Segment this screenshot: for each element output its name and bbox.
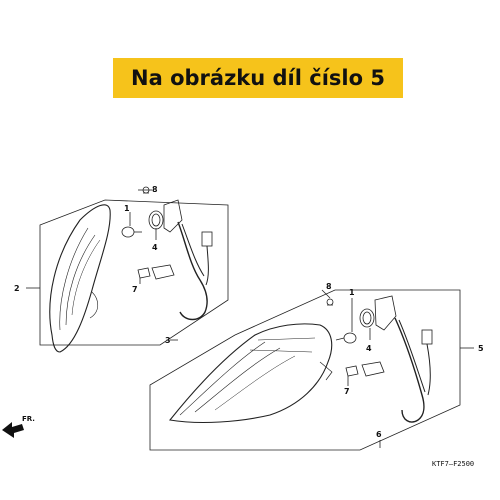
front-marker-label: FR.	[22, 415, 35, 423]
right-assembly-frame	[149, 289, 461, 451]
callout-8-left: 8	[152, 185, 158, 194]
callout-4-left: 4	[152, 243, 158, 252]
left-lens-housing	[49, 204, 111, 353]
callout-5: 5	[478, 344, 484, 353]
callout-1-left: 1	[124, 204, 130, 213]
banner-text: Na obrázku díl číslo 5	[131, 66, 385, 90]
callout-4-right: 4	[366, 344, 372, 353]
figure-code: KTF7—F2500	[432, 460, 474, 468]
part-number-banner: Na obrázku díl číslo 5	[113, 58, 403, 98]
callout-8-right: 8	[326, 282, 332, 291]
right-lens-housing	[168, 323, 333, 424]
front-arrow-icon	[2, 422, 24, 438]
callout-1-right: 1	[349, 288, 355, 297]
callout-2: 2	[14, 284, 20, 293]
left-assembly-frame	[39, 199, 229, 346]
callout-6: 6	[376, 430, 382, 439]
callout-3: 3	[165, 336, 171, 345]
callout-7-right: 7	[344, 387, 350, 396]
callout-7-left: 7	[132, 285, 138, 294]
